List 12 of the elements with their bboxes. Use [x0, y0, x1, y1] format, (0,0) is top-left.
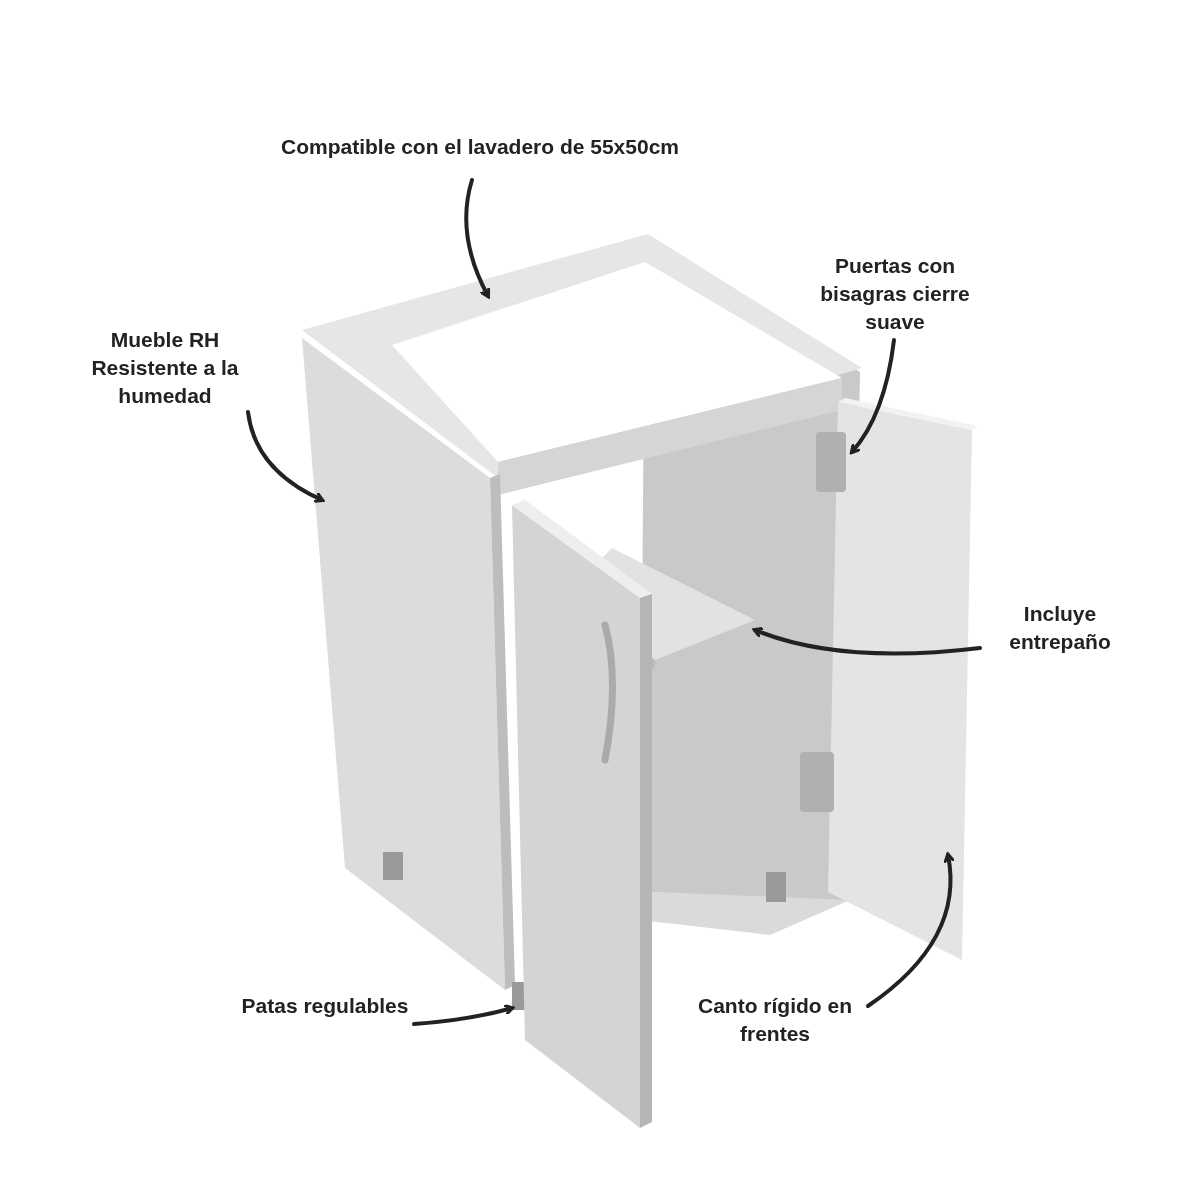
annotation-text: Patas regulables: [241, 993, 409, 1019]
curved-arrow: [412, 1004, 515, 1026]
curved-arrow: [752, 626, 982, 656]
curved-arrow: [246, 410, 325, 503]
curved-arrow: [866, 852, 955, 1008]
annotation-text: Canto rígido en frentes: [697, 993, 853, 1047]
curved-arrow: [464, 178, 491, 299]
annotation-text: Puertas con bisagras cierre suave: [819, 253, 971, 335]
annotation-text: Mueble RH Resistente a la humedad: [90, 327, 240, 409]
curved-arrow: [849, 338, 896, 455]
annotation-text: Compatible con el lavadero de 55x50cm: [281, 134, 679, 160]
annotation-text: Incluye entrepaño: [1008, 601, 1112, 655]
